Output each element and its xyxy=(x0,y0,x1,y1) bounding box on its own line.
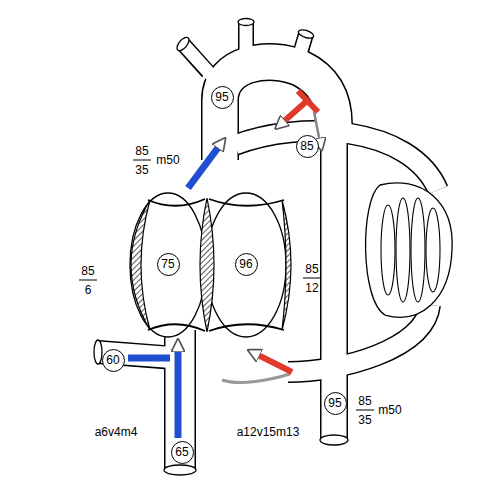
saturation-circle: 95 xyxy=(324,392,347,415)
saturation-value: 60 xyxy=(106,354,119,366)
head-vessel xyxy=(183,44,212,76)
fraction-bar xyxy=(303,278,321,279)
pressure-label: 12 xyxy=(305,282,318,294)
pressure-label: a6v4m4 xyxy=(95,426,138,438)
valve-line xyxy=(148,324,205,331)
pressure-label: 35 xyxy=(358,414,371,426)
pressure-label: 85 xyxy=(135,145,148,157)
fraction-bars xyxy=(79,160,374,410)
lung-lobe xyxy=(381,205,395,295)
right-atrium xyxy=(130,193,206,337)
lung-lobe xyxy=(426,208,440,292)
pressure-label: m50 xyxy=(378,404,401,416)
heart-chambers xyxy=(130,193,286,337)
fraction-bar xyxy=(133,160,151,161)
hatched-walls xyxy=(131,198,291,332)
pressure-label: m50 xyxy=(156,154,179,166)
lung xyxy=(366,183,453,317)
saturation-value: 96 xyxy=(239,258,252,270)
flow-arrows xyxy=(128,91,320,438)
saturation-value: 75 xyxy=(161,258,174,270)
pulmonary-artery xyxy=(235,131,438,190)
left-atrium xyxy=(206,193,286,337)
saturation-value: 85 xyxy=(300,140,313,152)
head-vessel xyxy=(240,22,253,68)
vessel-end xyxy=(164,465,196,475)
fraction-bar xyxy=(356,410,374,411)
saturation-value: 65 xyxy=(175,446,188,458)
grey-flow-line xyxy=(222,374,290,382)
fraction-bar xyxy=(79,280,97,281)
saturation-circle: 65 xyxy=(171,441,194,464)
saturation-circle: 96 xyxy=(235,253,258,276)
pressure-label: 85 xyxy=(358,395,371,407)
saturation-circle: 85 xyxy=(296,135,319,158)
pressure-label: 85 xyxy=(81,265,94,277)
atrial-wall xyxy=(131,200,150,330)
blue-flow-arrow xyxy=(188,145,220,188)
vessel-end xyxy=(94,340,102,364)
red-flow-arrow xyxy=(256,354,292,372)
saturation-value: 95 xyxy=(328,397,341,409)
pressure-label: 35 xyxy=(135,164,148,176)
saturation-circle: 95 xyxy=(211,86,234,109)
pressure-label: 85 xyxy=(305,263,318,275)
saturation-circle: 60 xyxy=(102,349,125,372)
atrial-septum xyxy=(200,198,214,332)
head-vessel xyxy=(294,34,306,74)
vessel-end xyxy=(175,35,191,52)
vessel-end xyxy=(320,435,348,445)
vessel-end xyxy=(297,28,314,40)
saturation-circle: 75 xyxy=(157,253,180,276)
descending-aorta xyxy=(322,110,347,440)
valve-line xyxy=(148,199,205,206)
lung-lobe xyxy=(396,198,410,302)
vessel-end xyxy=(238,19,254,26)
blue-flow-arrow xyxy=(175,348,182,438)
blue-flow-arrow xyxy=(128,355,170,362)
valves xyxy=(148,199,284,331)
saturation-value: 95 xyxy=(215,91,228,103)
vessel-ends xyxy=(94,19,348,476)
atrial-wall xyxy=(282,200,291,330)
pressure-label: a12v15m13 xyxy=(237,426,300,438)
red-flow-arrow xyxy=(298,91,318,112)
pressure-label: 6 xyxy=(85,284,92,296)
lung-outline xyxy=(366,183,453,317)
lung-lobe xyxy=(411,198,425,302)
valve-line xyxy=(209,199,284,206)
valve-line xyxy=(209,324,284,331)
red-flow-arrow xyxy=(282,100,308,123)
